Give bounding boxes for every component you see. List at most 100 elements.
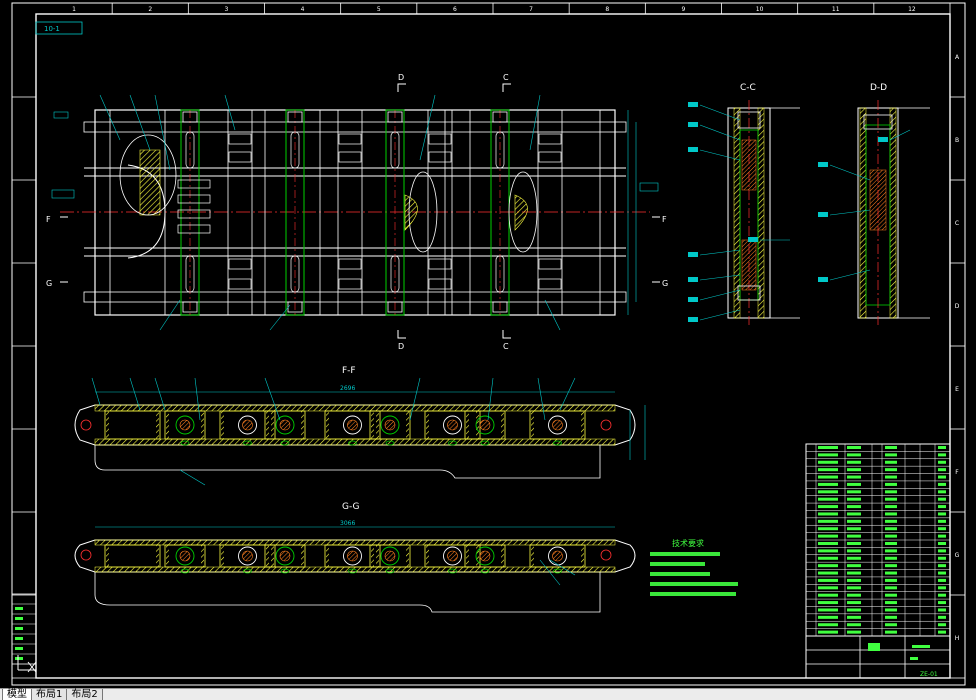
leader-line bbox=[829, 269, 871, 281]
section-cell-hatch bbox=[266, 545, 269, 567]
plan-view[interactable]: D C D C F G F G bbox=[46, 73, 668, 351]
plan-slot bbox=[290, 131, 300, 169]
section-dd-view[interactable]: D-D bbox=[818, 83, 930, 325]
bolt-circle bbox=[443, 546, 462, 566]
section-ff-view[interactable]: F-F 2696 bbox=[74, 366, 646, 486]
leader-line bbox=[99, 94, 121, 141]
parts-cell-text bbox=[818, 630, 838, 634]
cut-g-left: G bbox=[46, 279, 52, 288]
section-cell bbox=[529, 410, 586, 440]
frame-column-number: 3 bbox=[225, 6, 229, 13]
leader-tag bbox=[818, 162, 828, 167]
leader-line bbox=[699, 289, 741, 301]
leader-line bbox=[194, 377, 201, 421]
parts-cell-text bbox=[885, 549, 897, 553]
parts-cell-text bbox=[818, 593, 838, 597]
parts-list[interactable] bbox=[805, 443, 951, 637]
section-cell-hatch bbox=[426, 411, 429, 439]
parts-cell-text bbox=[938, 527, 946, 531]
section-cell-hatch bbox=[501, 545, 504, 567]
section-cell-hatch bbox=[476, 411, 479, 439]
section-cell-hatch bbox=[501, 411, 504, 439]
dimension-gg: 3066 bbox=[340, 520, 355, 527]
leader-tag bbox=[688, 277, 698, 282]
parts-cell-text bbox=[938, 564, 946, 568]
note-line bbox=[650, 592, 736, 596]
section-cell-hatch bbox=[301, 411, 304, 439]
bolt-nut bbox=[448, 568, 457, 574]
bolt-nut bbox=[448, 440, 457, 446]
bolt-nut bbox=[553, 440, 562, 446]
section-cell-hatch bbox=[201, 411, 204, 439]
leader-line bbox=[549, 559, 576, 576]
parts-cell-text bbox=[938, 593, 946, 597]
plan-slot bbox=[290, 255, 300, 293]
bolt-core bbox=[479, 550, 491, 562]
parts-cell-text bbox=[938, 475, 946, 479]
bolt-nut bbox=[480, 440, 490, 446]
bolt-circle bbox=[548, 415, 567, 435]
bolt-circle bbox=[175, 546, 195, 566]
parts-cell-text bbox=[938, 453, 946, 457]
parts-cell-text bbox=[885, 593, 897, 597]
frame-column-number: 7 bbox=[529, 6, 533, 13]
plan-clamp bbox=[228, 133, 252, 145]
parts-cell-text bbox=[847, 556, 861, 560]
section-cell-hatch bbox=[271, 411, 274, 439]
parts-cell-text bbox=[885, 460, 897, 464]
section-cell bbox=[369, 544, 411, 568]
bolt-circle bbox=[275, 415, 295, 435]
leader-line bbox=[129, 377, 141, 411]
plan-clamp bbox=[228, 278, 252, 290]
cut-d-bottom: D bbox=[398, 342, 404, 351]
parts-cell-text bbox=[938, 630, 946, 634]
parts-cell-text bbox=[938, 542, 946, 545]
leader-line bbox=[269, 304, 291, 331]
section-cell-hatch bbox=[531, 545, 534, 567]
section-cc-view[interactable]: C-C bbox=[688, 83, 800, 325]
leader-line bbox=[699, 274, 741, 281]
frame-column-number: 5 bbox=[377, 6, 381, 13]
parts-cell-text bbox=[847, 482, 861, 486]
parts-cell-text bbox=[938, 446, 946, 449]
cut-c-bottom: C bbox=[503, 342, 509, 351]
revision-cell-text bbox=[15, 637, 23, 640]
section-cell-hatch bbox=[106, 545, 109, 567]
parts-cell-text bbox=[938, 608, 946, 612]
section-gg-view[interactable]: G-G 3066 bbox=[74, 502, 636, 613]
leader-line bbox=[699, 104, 741, 121]
parts-cell-text bbox=[818, 468, 838, 472]
parts-cell-text bbox=[885, 571, 897, 575]
layout-tab-bar: 模型 布局1 布局2 bbox=[0, 688, 976, 700]
section-gg-label: G-G bbox=[342, 502, 360, 512]
frame-column-number: 8 bbox=[605, 6, 609, 13]
section-cell bbox=[104, 544, 161, 568]
leader-tag bbox=[688, 317, 698, 322]
parts-cell-text bbox=[818, 578, 838, 582]
section-cell-hatch bbox=[266, 411, 269, 439]
tab-model[interactable]: 模型 bbox=[2, 689, 32, 700]
bolt-circle bbox=[238, 415, 257, 435]
parts-cell-text bbox=[847, 468, 861, 472]
leader-line bbox=[539, 559, 561, 586]
bolt-nut bbox=[385, 568, 395, 574]
plan-plate bbox=[177, 209, 211, 219]
bolt-nut bbox=[480, 568, 490, 574]
parts-cell-text bbox=[818, 519, 838, 523]
revision-cell-text bbox=[15, 627, 23, 630]
parts-cell-text bbox=[938, 623, 946, 627]
technical-notes[interactable]: 技术要求 bbox=[650, 538, 738, 596]
section-cell-hatch bbox=[476, 545, 479, 567]
parts-cell-text bbox=[847, 505, 861, 509]
tab-layout-2[interactable]: 布局2 bbox=[66, 689, 103, 700]
tab-layout-1[interactable]: 布局1 bbox=[31, 689, 68, 700]
frame-column-number: 2 bbox=[148, 6, 152, 13]
section-cell-hatch bbox=[201, 545, 204, 567]
bolt-nut bbox=[348, 568, 357, 574]
section-cell bbox=[219, 410, 276, 440]
title-block[interactable]: ZE-01 bbox=[805, 635, 951, 679]
section-cell-hatch bbox=[531, 411, 534, 439]
leader-line bbox=[889, 129, 911, 141]
parts-cell-text bbox=[885, 468, 897, 472]
